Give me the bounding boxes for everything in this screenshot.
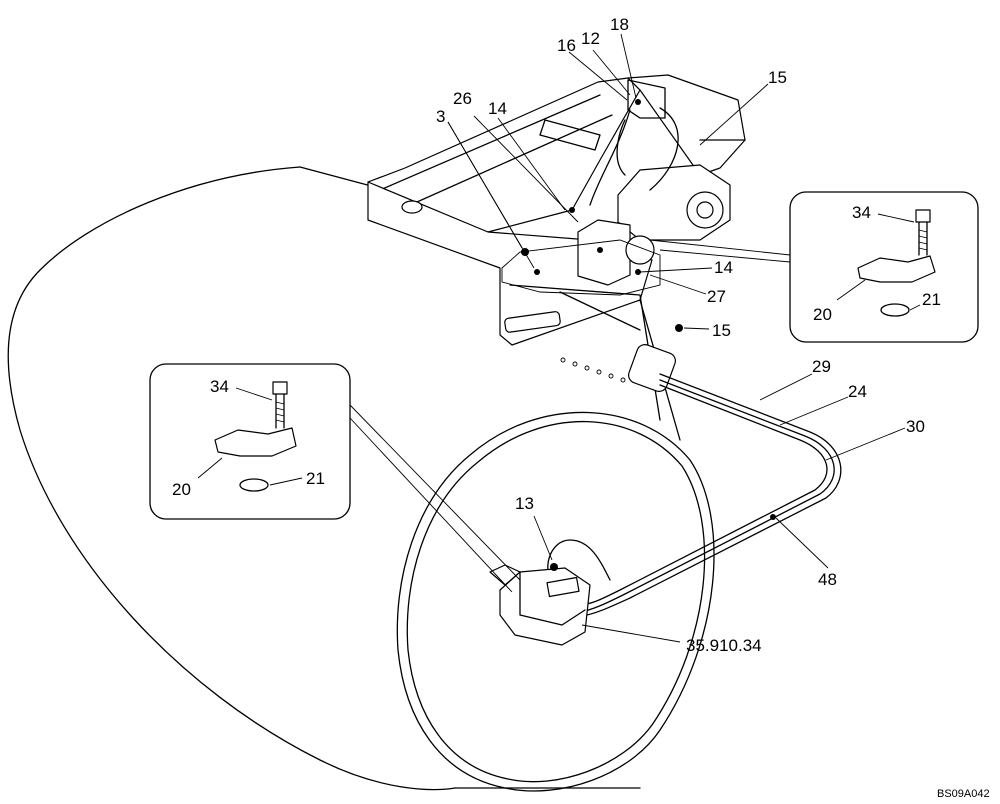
drum-end-rim-inner [406, 420, 706, 783]
hose-29 [577, 384, 828, 606]
clamp-48 [770, 514, 776, 520]
left-inset-frame [149, 363, 351, 520]
left-bolt-thread [275, 401, 285, 423]
hose-end-15 [675, 324, 683, 332]
callout-12: 12 [581, 29, 600, 48]
callout-right-34: 34 [852, 203, 871, 222]
right-inset [649, 191, 979, 343]
frame-slot [504, 311, 561, 333]
callout-24: 24 [848, 382, 867, 401]
right-flange-half [857, 255, 936, 283]
top-fitting [635, 99, 641, 105]
fitting-dot-3 [569, 207, 575, 213]
callout-left-34: 34 [210, 377, 229, 396]
upper-hose-2 [649, 107, 679, 191]
frame-arm-2 [559, 291, 641, 331]
left-inset-leader-2 [349, 417, 513, 593]
motor-assembly [501, 79, 731, 332]
motor-port-inner [696, 201, 714, 219]
right-inset-frame [789, 191, 979, 343]
callout-30: 30 [906, 417, 925, 436]
fitting-block-cap [489, 564, 521, 586]
fitting-block-face [519, 571, 586, 626]
valve-port [625, 235, 655, 265]
left-flange-half [214, 427, 297, 457]
top-block [627, 79, 666, 119]
callout-13: 13 [515, 494, 534, 513]
frame-inner-rail-2 [407, 114, 613, 207]
upper-hose-1 [589, 109, 631, 206]
right-inset-leader-2 [659, 249, 791, 263]
right-oring [880, 303, 910, 317]
hose-24 [579, 379, 835, 613]
fitting-dot-2 [534, 269, 540, 275]
upper-hose-3 [616, 119, 626, 176]
lower-fitting-block [489, 563, 591, 646]
right-bolt-shank [918, 221, 928, 256]
callout-3: 3 [436, 107, 445, 126]
callouts: 16 12 18 15 14 26 3 14 27 15 29 24 30 48… [172, 15, 990, 800]
frame-inner-rail [379, 94, 601, 191]
callout-16: 16 [557, 36, 576, 55]
valve-port-dot [597, 247, 603, 253]
left-inset-leader-1 [349, 404, 521, 581]
frame-side-plate [367, 181, 653, 346]
hoses [547, 373, 842, 617]
drum-top-edge [299, 166, 376, 188]
left-inset [149, 363, 521, 593]
frame-slide [539, 119, 601, 151]
left-oring [239, 478, 269, 492]
callout-right-21: 21 [922, 290, 941, 309]
fitting-13-dot [550, 563, 558, 571]
frame-rear-plate [627, 74, 746, 176]
right-bolt-thread [918, 229, 928, 251]
reference-code: BS09A042 [937, 788, 990, 800]
right-bolt-head [915, 209, 931, 223]
callout-26: 26 [453, 89, 472, 108]
callout-14-mid: 14 [714, 258, 733, 277]
leaders [197, 33, 921, 643]
hose-30 [581, 373, 842, 617]
detail-ring [501, 239, 661, 296]
left-bolt-shank [275, 393, 285, 429]
valve-block [577, 219, 631, 286]
fitting-clamp [546, 576, 580, 598]
right-inset-leader-1 [649, 239, 791, 256]
callout-14-top: 14 [488, 99, 507, 118]
callout-15-mid: 15 [712, 321, 731, 340]
callout-35-910-34: 35.910.34 [686, 636, 762, 655]
fitting-dot-4 [635, 269, 641, 275]
callout-right-20: 20 [813, 305, 832, 324]
callout-27: 27 [707, 287, 726, 306]
callout-left-20: 20 [172, 480, 191, 499]
frame [367, 74, 746, 421]
frame-window [628, 344, 676, 392]
drum-outline [7, 166, 456, 791]
callout-48: 48 [818, 570, 837, 589]
left-bolt-head [272, 381, 288, 395]
frame-end-hole [401, 200, 423, 214]
frame-holes [560, 357, 626, 383]
drum-end-rim-outer [396, 411, 715, 792]
callout-29: 29 [812, 357, 831, 376]
callout-15-top: 15 [768, 68, 787, 87]
callout-left-21: 21 [306, 469, 325, 488]
callout-18: 18 [610, 15, 629, 34]
